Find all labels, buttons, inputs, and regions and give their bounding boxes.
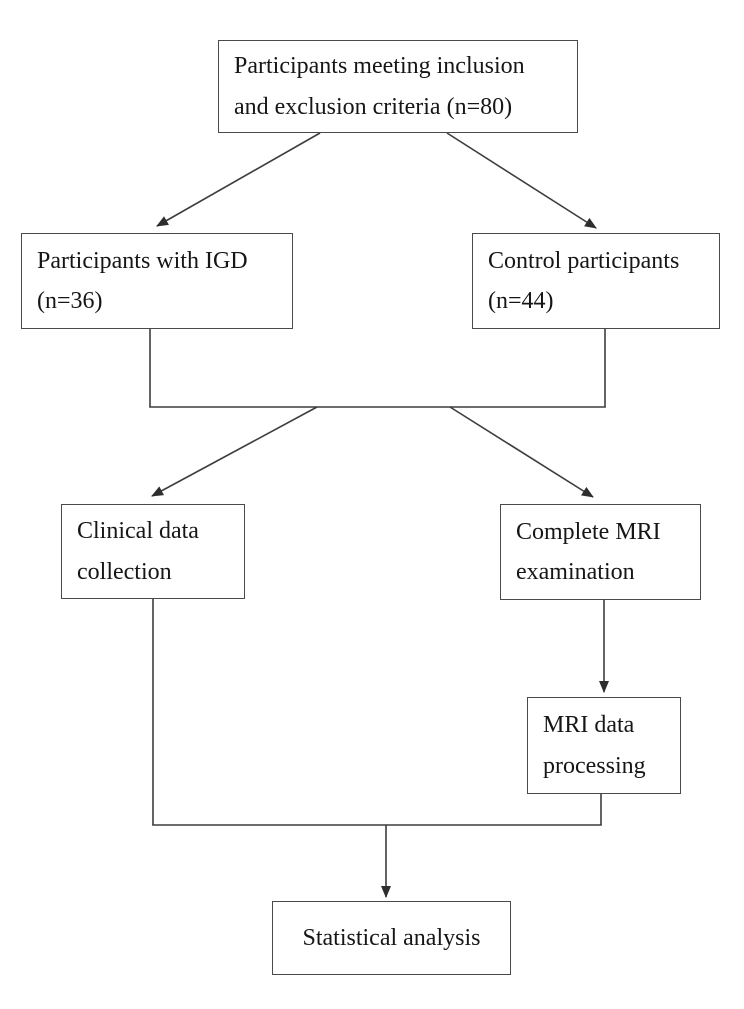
node-mri-data-processing: MRI data processing: [527, 697, 681, 794]
node-text-line: Participants with IGD: [37, 247, 248, 274]
arrow-inclusion-to-igd: [156, 132, 321, 227]
arrow-inclusion-to-control: [446, 132, 597, 229]
node-text-line: processing: [543, 752, 646, 779]
node-text-line: Statistical analysis: [302, 924, 481, 951]
node-text-line: Participants meeting inclusion: [234, 53, 525, 80]
node-complete-mri-examination: Complete MRI examination: [500, 504, 701, 600]
node-inclusion-criteria: Participants meeting inclusion and exclu…: [218, 40, 578, 133]
node-text-line: collection: [77, 558, 172, 585]
node-text-line: (n=44): [488, 288, 554, 314]
arrow-branch-to-mri-exam: [449, 406, 594, 498]
node-clinical-data-collection: Clinical data collection: [61, 504, 245, 599]
node-text-line: Control participants: [488, 247, 680, 274]
node-text-line: examination: [516, 559, 635, 585]
node-statistical-analysis: Statistical analysis: [272, 901, 511, 975]
node-text-line: Clinical data: [77, 518, 199, 545]
node-text-line: and exclusion criteria (n=80): [234, 93, 513, 120]
arrow-branch-to-clinical: [151, 406, 318, 497]
node-text-line: (n=36): [37, 288, 103, 314]
node-text-line: MRI data: [543, 712, 635, 739]
node-participants-igd: Participants with IGD (n=36): [21, 233, 293, 329]
node-text-line: Complete MRI: [516, 518, 661, 545]
node-control-participants: Control participants (n=44): [472, 233, 720, 329]
